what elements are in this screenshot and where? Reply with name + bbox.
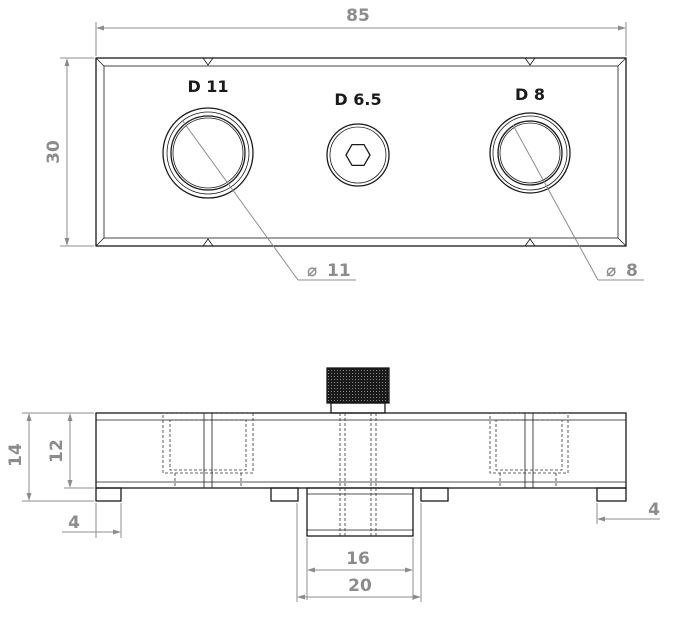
label-hole-right: D 8 <box>515 85 545 104</box>
dim-inner-width: 16 <box>346 549 370 569</box>
dia-symbol-right: ⌀ <box>606 261 616 281</box>
plate-outline <box>95 57 627 247</box>
hidden-counterbore-left <box>162 412 254 488</box>
leader-d11 <box>181 119 299 281</box>
hidden-bolt <box>339 413 377 536</box>
foot-mid-left <box>270 487 299 502</box>
plate-chamfer <box>103 65 619 239</box>
foot-left <box>95 487 122 502</box>
label-hole-left: D 11 <box>187 77 228 96</box>
front-view: 14 12 4 4 16 20 <box>6 367 660 602</box>
hole-d8 <box>489 112 571 194</box>
dim-dia-8: 8 <box>626 261 638 281</box>
dia-symbol-left: ⌀ <box>307 261 317 281</box>
label-hole-center: D 6.5 <box>334 90 381 109</box>
dim-foot-left: 4 <box>68 513 80 533</box>
dim-dia-11: 11 <box>327 261 351 281</box>
top-view: D 11 D 6.5 D 8 ⌀ 11 ⌀ 8 85 30 <box>44 6 644 281</box>
hole-d11 <box>162 107 254 199</box>
hidden-counterbore-right <box>489 412 569 488</box>
dim-overall-length: 85 <box>346 6 370 26</box>
clamp-block <box>306 487 414 537</box>
foot-right <box>596 487 627 502</box>
foot-mid-right <box>420 487 449 502</box>
dim-height-top: 30 <box>44 140 64 164</box>
knob-collar <box>330 402 386 414</box>
knurled-knob <box>327 368 389 403</box>
dim-height-total: 14 <box>6 443 26 467</box>
dim-foot-right: 4 <box>648 500 660 520</box>
body-outline <box>95 412 627 489</box>
dim-height-body: 12 <box>47 439 67 463</box>
hex-socket-d6-5 <box>326 123 390 187</box>
leader-d8 <box>512 124 599 281</box>
dim-outer-width: 20 <box>348 576 372 596</box>
